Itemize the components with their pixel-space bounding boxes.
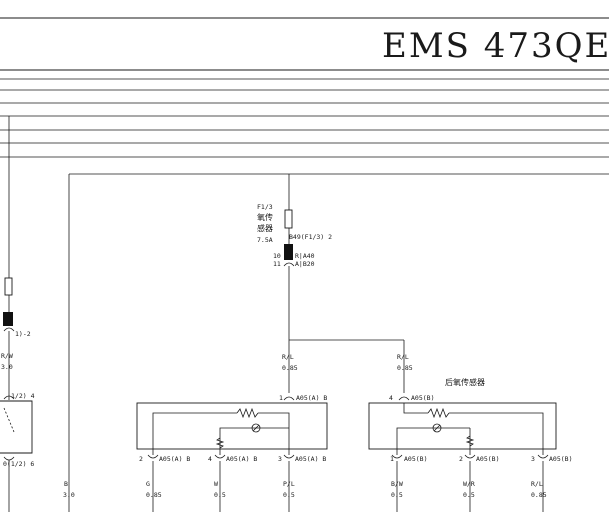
front-wire-1-size: 0.85 (146, 491, 162, 499)
rear-wire-1-size: 0.5 (391, 491, 403, 499)
rear-top-code: A05(B) (411, 394, 434, 402)
rear-oxygen-sensor: 后氧传感器 4 A05(B) 1 A05(B) 2 A05(B) 3 A05(B… (368, 377, 572, 512)
front-wire-3-size: 0.5 (283, 491, 295, 499)
front-pin-1-code: A05(A) B (159, 455, 190, 463)
wire-b-color: R/L (397, 353, 409, 361)
rear-sensor-name: 后氧传感器 (445, 377, 485, 387)
rear-pin-3-code: A05(B) (549, 455, 572, 463)
left-fuse (4, 277, 13, 296)
rear-wire-2-color: W/R (463, 480, 475, 488)
relay-code-bottom: A|B20 (295, 260, 315, 268)
front-top-code: A05(A) B (296, 394, 327, 402)
fuse-id: F1/3 (257, 203, 273, 211)
rear-wire-2-size: 0.5 (463, 491, 475, 499)
left-wire-b-size: 3.0 (63, 491, 75, 499)
fuse-f1-3: F1/3 氧传 感器 7.5A B49(F1/3) 2 10 11 R|A40 … (257, 174, 332, 340)
left-connector-block (3, 312, 13, 326)
diagram-title: EMS 473QE (382, 26, 609, 66)
rear-top-pin: 4 (389, 394, 393, 402)
front-wire-2-color: W (214, 480, 218, 488)
fuse-symbol (284, 209, 293, 229)
rear-wire-3-size: 0.85 (531, 491, 547, 499)
left-wire-b-color: B (64, 480, 68, 488)
relay-pin-bottom: 11 (273, 260, 281, 268)
left-wire1-color: R/W (1, 352, 13, 360)
front-pin-3: 3 (278, 455, 282, 463)
rear-wire-1-color: B/W (391, 480, 403, 488)
front-top-pin: 1 (279, 394, 283, 402)
left-conn2-label: 1/2) 4 (11, 392, 35, 400)
front-wire-3-color: P/L (283, 480, 295, 488)
rear-pin-3: 3 (531, 455, 535, 463)
front-wire-1-color: G (146, 480, 150, 488)
front-wire-2-size: 0.5 (214, 491, 226, 499)
fuse-name-line2: 感器 (257, 223, 273, 233)
left-conn3-label: 0(1/2) 6 (3, 460, 34, 468)
rear-sensor-housing (368, 402, 557, 450)
front-pin-3-code: A05(A) B (295, 455, 326, 463)
front-oxygen-sensor: 1 A05(A) B 2 A05(A) B 4 A05(A) B 3 A05(A… (136, 394, 328, 512)
left-wire1-size: 3.0 (1, 363, 13, 371)
fuse-name-line1: 氧传 (257, 212, 273, 222)
relay-pin-top: 10 (273, 252, 281, 260)
rear-pin-1: 1 (390, 455, 394, 463)
front-pin-2-code: A05(A) B (226, 455, 257, 463)
front-sensor-housing (136, 402, 328, 450)
rear-pin-2: 2 (459, 455, 463, 463)
wire-b-size: 0.85 (397, 364, 413, 372)
rear-heater-symbol (432, 423, 442, 433)
rear-wire-3-color: R/L (531, 480, 543, 488)
front-pin-1: 2 (139, 455, 143, 463)
left-edge-circuit: 1)-2 R/W 3.0 1/2) 4 0(1/2) 6 B 3.0 (0, 116, 75, 512)
fuse-rating: 7.5A (257, 236, 273, 244)
rear-pin-2-code: A05(B) (476, 455, 499, 463)
fuse-terminal-label: B49(F1/3) 2 (289, 233, 332, 241)
left-conn1-label: 1)-2 (15, 330, 31, 338)
relay-code-top: R|A40 (295, 252, 315, 260)
wire-a-color: R/L (282, 353, 294, 361)
wire-a-size: 0.85 (282, 364, 298, 372)
front-pin-2: 4 (208, 455, 212, 463)
power-bus (0, 78, 609, 158)
relay-connector-block (284, 244, 293, 260)
rear-pin-1-code: A05(B) (404, 455, 427, 463)
front-heater-symbol (251, 423, 261, 433)
